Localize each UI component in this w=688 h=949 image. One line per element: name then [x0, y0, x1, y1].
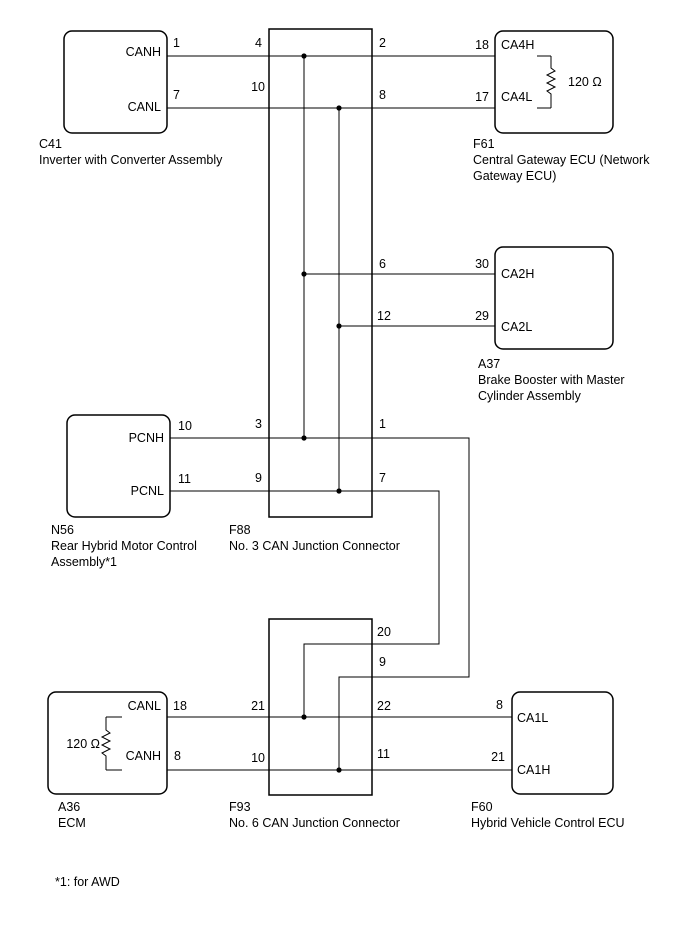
n56-pin-number: 10 — [178, 419, 192, 433]
a37-name-line1: Brake Booster with Master — [478, 373, 625, 387]
n56-code: N56 — [51, 523, 74, 537]
f93-connector — [268, 618, 373, 796]
f61-name-line1: Central Gateway ECU (Network — [473, 153, 650, 167]
splice-dot — [301, 435, 307, 441]
f61-pin-ca4h: CA4H — [501, 38, 534, 52]
f61-resistor-icon — [545, 56, 557, 108]
a36-name: ECM — [58, 816, 86, 830]
f60-name: Hybrid Vehicle Control ECU — [471, 816, 625, 830]
splice-dot — [336, 488, 342, 494]
a36-caption: A36 ECM — [58, 799, 86, 831]
a37-pin-number: 29 — [475, 309, 489, 323]
a36-box — [47, 691, 168, 795]
f93-caption: F93 No. 6 CAN Junction Connector — [229, 799, 400, 831]
f61-box — [494, 30, 614, 134]
f88-pin-number: 8 — [379, 88, 386, 102]
c41-pin-number: 7 — [173, 88, 180, 102]
splice-dot — [301, 714, 307, 720]
f61-pin-number: 18 — [475, 38, 489, 52]
a36-resistor-value: 120 Ω — [66, 737, 100, 751]
a37-code: A37 — [478, 357, 501, 371]
f93-pin-number: 10 — [251, 751, 265, 765]
f93-pin-number: 11 — [377, 747, 390, 761]
f93-pin-number: 20 — [377, 625, 391, 639]
f60-pin-ca1h: CA1H — [517, 763, 550, 777]
f93-code: F93 — [229, 800, 251, 814]
f60-code: F60 — [471, 800, 493, 814]
f61-name-line2: Gateway ECU) — [473, 169, 557, 183]
n56-box — [66, 414, 171, 518]
f88-connector — [268, 28, 373, 518]
f88-pin-number: 2 — [379, 36, 386, 50]
f88-pin-number: 4 — [255, 36, 262, 50]
c41-box — [63, 30, 168, 134]
f61-pin-number: 17 — [475, 90, 489, 104]
n56-caption: N56 Rear Hybrid Motor Control Assembly*1 — [51, 522, 197, 570]
n56-pin-pcnh: PCNH — [129, 431, 164, 445]
a36-pin-canl: CANL — [128, 699, 161, 713]
a36-resistor-icon — [100, 717, 112, 770]
n56-pin-number: 11 — [178, 472, 191, 486]
f60-caption: F60 Hybrid Vehicle Control ECU — [471, 799, 625, 831]
a37-box — [494, 246, 614, 350]
f88-code: F88 — [229, 523, 251, 537]
f60-pin-number: 21 — [491, 750, 505, 764]
f88-pin-number: 10 — [251, 80, 265, 94]
f61-code: F61 — [473, 137, 495, 151]
c41-pin-canh: CANH — [126, 45, 161, 59]
splice-dot — [336, 767, 342, 773]
footnote: *1: for AWD — [55, 875, 120, 889]
f88-pin-number: 6 — [379, 257, 386, 271]
f60-pin-number: 8 — [496, 698, 503, 712]
f61-resistor-value: 120 Ω — [568, 75, 602, 89]
c41-pin-canl: CANL — [128, 100, 161, 114]
a37-pin-number: 30 — [475, 257, 489, 271]
f88-caption: F88 No. 3 CAN Junction Connector — [229, 522, 400, 554]
f93-pin-number: 21 — [251, 699, 265, 713]
a36-pin-number: 18 — [173, 699, 187, 713]
splice-dot — [301, 53, 307, 59]
a36-code: A36 — [58, 800, 81, 814]
c41-code: C41 — [39, 137, 62, 151]
a36-pin-number: 8 — [174, 749, 181, 763]
c41-pin-number: 1 — [173, 36, 180, 50]
a37-pin-ca2h: CA2H — [501, 267, 534, 281]
splice-dot — [301, 271, 307, 277]
f93-pin-number: 9 — [379, 655, 386, 669]
a37-name-line2: Cylinder Assembly — [478, 389, 581, 403]
n56-pin-pcnl: PCNL — [131, 484, 164, 498]
f88-pin-number: 1 — [379, 417, 386, 431]
f88-name: No. 3 CAN Junction Connector — [229, 539, 400, 553]
f88-pin-number: 9 — [255, 471, 262, 485]
n56-name-line1: Rear Hybrid Motor Control — [51, 539, 197, 553]
pcnh-wire — [170, 437, 470, 770]
n56-name-line2: Assembly*1 — [51, 555, 117, 569]
c41-caption: C41 Inverter with Converter Assembly — [39, 136, 222, 168]
f61-caption: F61 Central Gateway ECU (Network Gateway… — [473, 136, 649, 184]
f88-pin-number: 12 — [377, 309, 391, 323]
f93-name: No. 6 CAN Junction Connector — [229, 816, 400, 830]
splice-dot — [336, 323, 342, 329]
f61-pin-ca4l: CA4L — [501, 90, 532, 104]
a37-caption: A37 Brake Booster with Master Cylinder A… — [478, 356, 625, 404]
a37-pin-ca2l: CA2L — [501, 320, 532, 334]
f60-box — [511, 691, 614, 795]
f88-pin-number: 7 — [379, 471, 386, 485]
pcnl-wire — [170, 490, 440, 717]
f93-pin-number: 22 — [377, 699, 391, 713]
f88-pin-number: 3 — [255, 417, 262, 431]
a36-pin-canh: CANH — [126, 749, 161, 763]
f60-pin-ca1l: CA1L — [517, 711, 548, 725]
c41-name: Inverter with Converter Assembly — [39, 153, 223, 167]
splice-dot — [336, 105, 342, 111]
